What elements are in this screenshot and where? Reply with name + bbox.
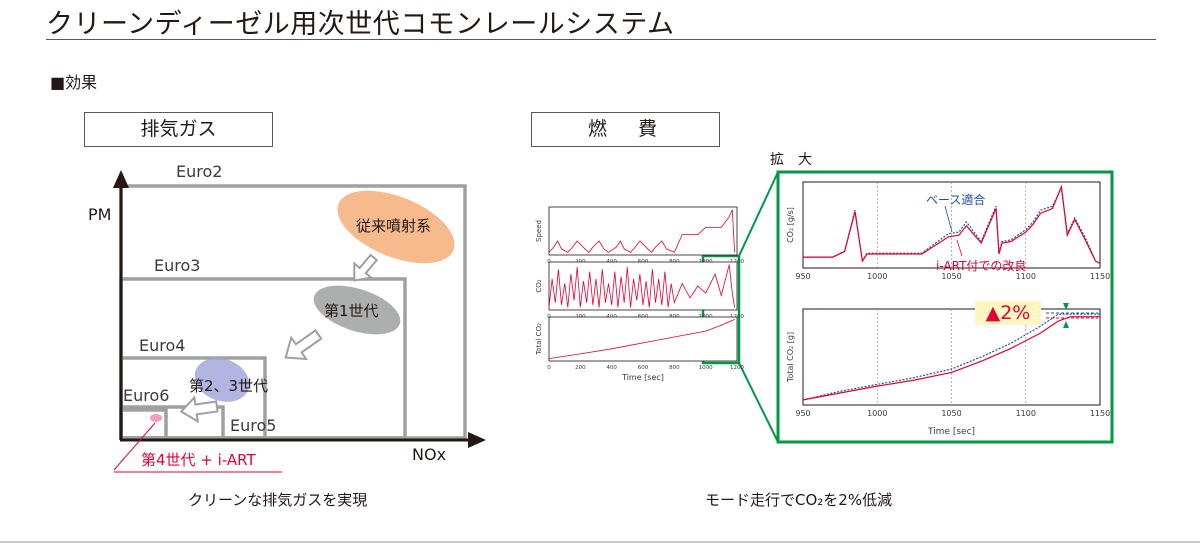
improvement-label: ▲2%	[975, 301, 1041, 325]
euro2-label: Euro2	[176, 162, 223, 181]
series-line-0-0	[548, 209, 735, 253]
y-label-3: CO₂ [g/s]	[786, 207, 795, 243]
x-tick-2-1: 200	[575, 365, 586, 371]
arrow-group	[179, 253, 379, 424]
gen23-label: 第2、3世代	[189, 377, 269, 395]
base-leader-line	[944, 205, 953, 233]
conventional-label: 従来噴射系	[356, 217, 432, 235]
arrow-gen1-to-gen23	[284, 329, 323, 361]
arrow-gen23-to-gen4	[179, 395, 219, 424]
x-label-4: Time [sec]	[927, 427, 975, 437]
y-label-1: CO₂	[535, 279, 543, 292]
x-label-2: Time [sec]	[621, 373, 664, 382]
x-tick-2-4: 800	[669, 365, 680, 371]
euro6-label: Euro6	[123, 386, 170, 405]
euro5-label: Euro5	[230, 416, 277, 435]
x-tick-3-1: 1000	[867, 272, 887, 281]
gen4-leader-line	[113, 422, 156, 471]
chart-frame-3	[802, 181, 1101, 269]
x-tick-4-3: 1100	[1016, 409, 1036, 418]
zoom-connector-top	[738, 171, 779, 257]
series-line-1-0	[548, 264, 735, 308]
bubble-gen23	[194, 358, 250, 402]
fuel-caption: モード走行でCO₂を2%低減	[705, 491, 893, 509]
gap-arrow-down	[1063, 303, 1069, 310]
gap-arrow-up	[1063, 321, 1069, 328]
x-tick-4-2: 1050	[941, 409, 961, 418]
x-tick-4-4: 1150	[1090, 409, 1110, 418]
iart-leader-line	[956, 239, 963, 257]
title-divider	[46, 39, 1156, 40]
emissions-caption: クリーンな排気ガスを実現	[188, 491, 368, 509]
zoom-frame	[776, 170, 1114, 444]
pm-axis-label: PM	[88, 205, 112, 224]
series-line-4-0	[802, 313, 1100, 401]
bubble-gen4	[150, 414, 162, 422]
bottom-divider	[0, 541, 1200, 543]
pm-axis-arrow	[113, 170, 129, 188]
series-line-3-1	[803, 184, 1101, 264]
x-tick-3-0: 950	[795, 272, 810, 281]
gen4-label: 第4世代 + i-ART	[141, 451, 256, 469]
fuel-header: 燃 費	[531, 112, 720, 147]
gen1-label: 第1世代	[324, 302, 379, 320]
zoom-connector-bottom	[738, 362, 779, 443]
x-tick-3-4: 1150	[1090, 272, 1110, 281]
series-line-4-1	[802, 316, 1100, 401]
x-tick-4-0: 950	[795, 409, 810, 418]
page-title: クリーンディーゼル用次世代コモンレールシステム	[46, 9, 675, 40]
x-tick-3-3: 1100	[1016, 272, 1036, 281]
emissions-header: 排気ガス	[84, 112, 273, 147]
arrow-conventional-to-gen1	[353, 253, 379, 282]
series-line-2-0	[548, 319, 735, 359]
y-label-0: Speed	[535, 220, 543, 242]
y-label-4: Total CO₂ [g]	[786, 332, 795, 383]
x-tick-2-5: 1000	[699, 365, 713, 371]
bubble-conventional	[337, 190, 455, 264]
x-tick-3-2: 1050	[941, 272, 961, 281]
x-tick-4-1: 1000	[867, 409, 887, 418]
iart-label: i-ART付での改良	[936, 259, 1027, 273]
x-tick-2-6: 1200	[730, 365, 744, 371]
nox-axis-label: NOx	[412, 445, 447, 464]
x-tick-2-2: 400	[606, 365, 617, 371]
section-label: ■効果	[50, 73, 98, 92]
x-tick-2-0: 0	[547, 365, 551, 371]
x-tick-2-3: 600	[638, 365, 649, 371]
chart-frame-0	[548, 206, 738, 256]
euro3-label: Euro3	[154, 256, 201, 275]
zoom-label: 拡 大	[770, 152, 812, 168]
y-label-2: Total CO₂	[535, 323, 543, 356]
nox-axis-arrow	[468, 432, 486, 448]
bubble-gen1	[313, 285, 401, 335]
euro4-label: Euro4	[139, 336, 186, 355]
base-label: ベース適合	[926, 193, 986, 207]
